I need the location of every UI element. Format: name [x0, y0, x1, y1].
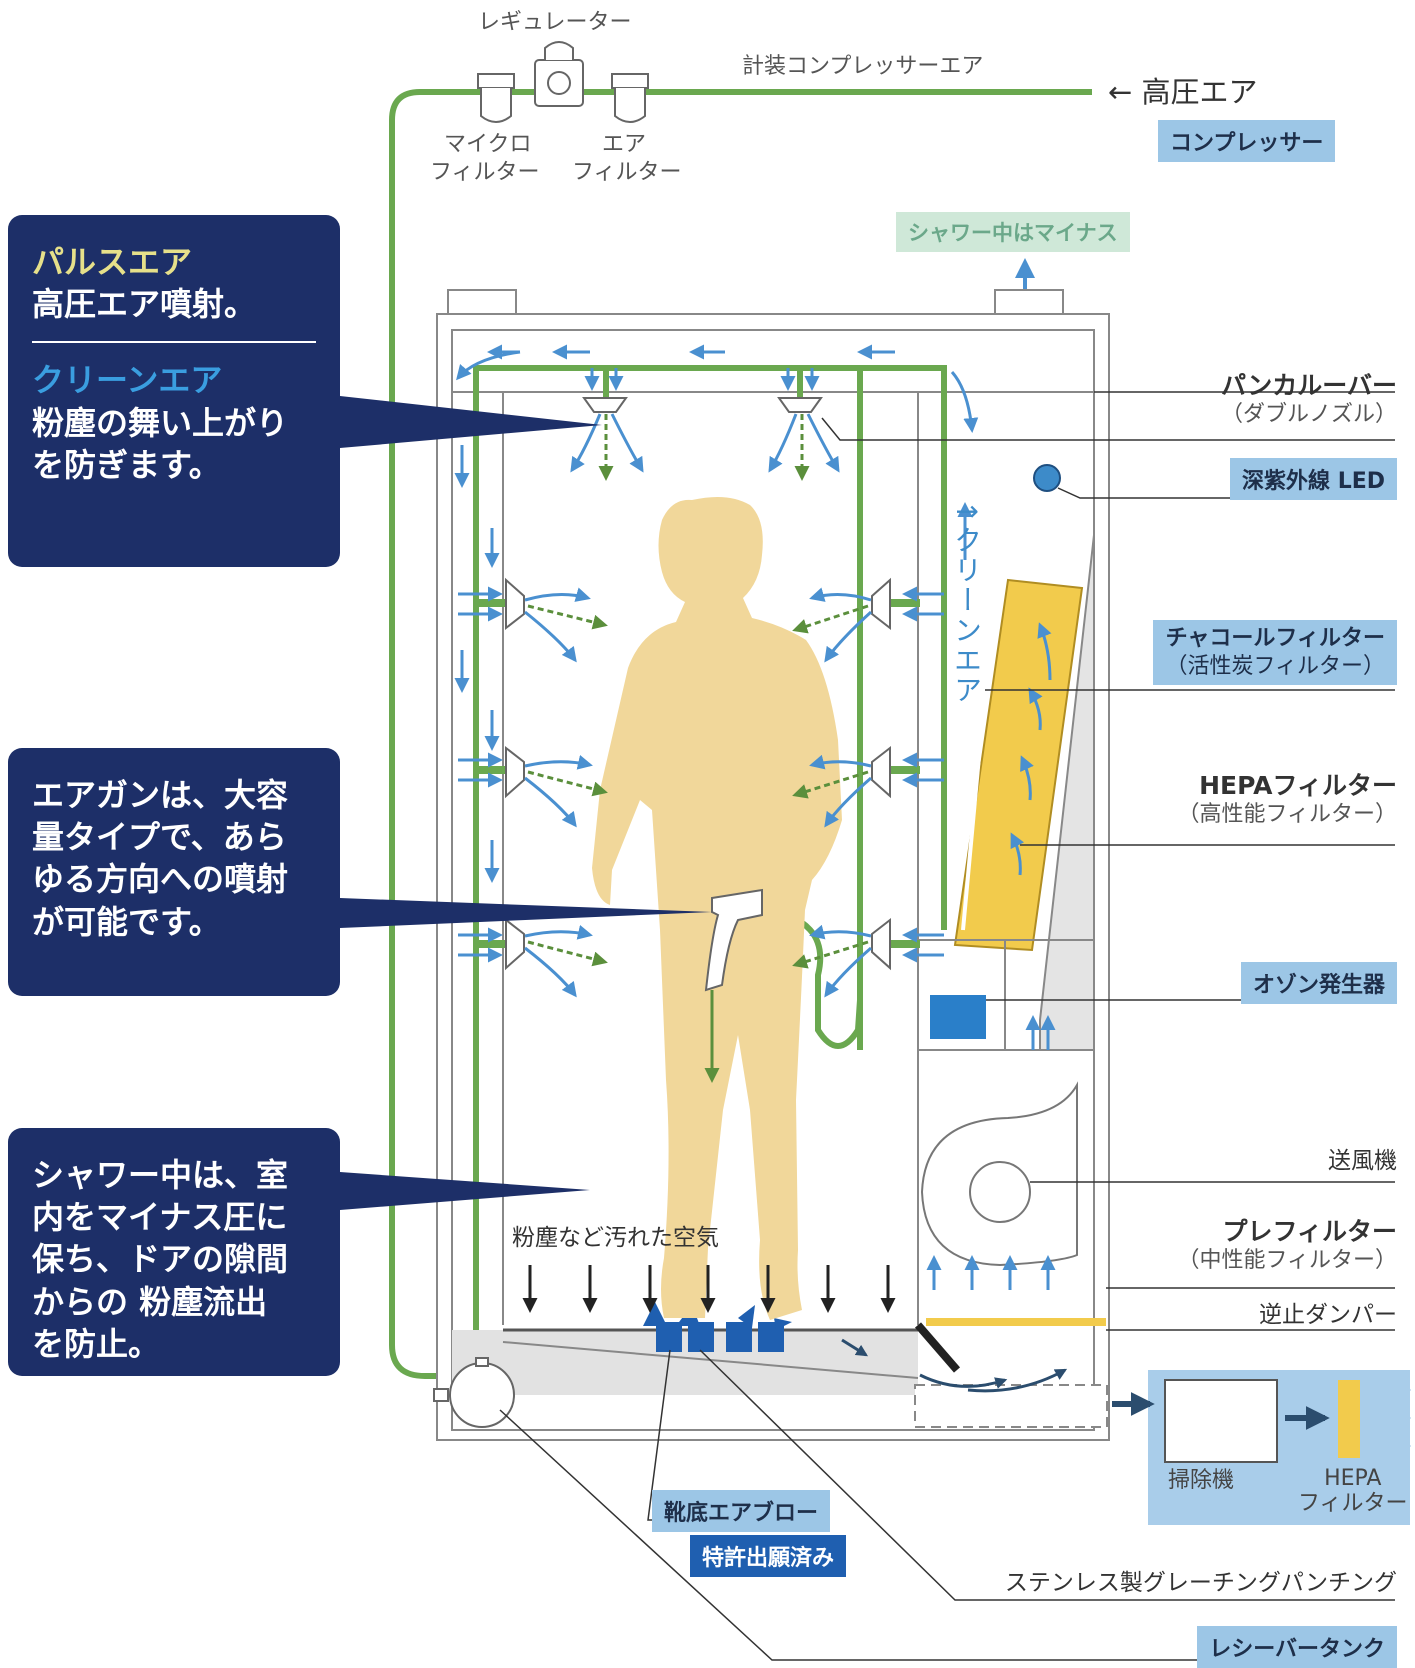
blower-icon: [920, 1081, 1078, 1267]
pulse-air-flow: [527, 414, 869, 969]
check-damper: [914, 1322, 961, 1373]
shower-text-2: 内をマイナス圧に: [32, 1198, 288, 1237]
airgun-text-2: 量タイプで、あら: [32, 818, 287, 857]
inner-pipes: [473, 365, 947, 1330]
air-filter-label-2: フィルター: [572, 160, 682, 185]
hepa-title: HEPAフィルター: [1199, 771, 1397, 800]
dirty-air-arrows: [522, 1265, 896, 1313]
prefilter-title: プレフィルター: [1222, 1217, 1397, 1246]
ozone-tag: オゾン発生器: [1240, 962, 1397, 1004]
instrument-air-label: 計装コンプレッサーエア: [742, 54, 984, 79]
micro-filter-icon: [477, 73, 515, 123]
shower-text-4: からの 粉塵流出: [32, 1282, 268, 1321]
clean-air-title: クリーンエア: [32, 361, 223, 400]
receiver-tank-icon: [433, 1357, 515, 1428]
airgun-callout: エアガンは、大容 量タイプで、あら ゆる方向への噴射 が可能です。: [8, 748, 340, 996]
pulse-air-body: 高圧エア噴射。: [32, 285, 257, 324]
pulse-clean-air-callout: パルスエア 高圧エア噴射。 クリーンエア 粉塵の舞い上がり を防ぎます。: [8, 215, 340, 567]
hepa-sub: （高性能フィルター）: [1177, 801, 1397, 827]
air-supply-pipe: [389, 89, 1092, 1379]
charcoal-filter-tag: チャコールフィルター （活性炭フィルター）: [1153, 620, 1397, 685]
airgun-text-1: エアガンは、大容: [32, 776, 289, 814]
airgun-text-3: ゆる方向への噴射: [32, 860, 289, 899]
patent-tag: 特許出願済み: [690, 1535, 847, 1577]
shower-text-1: シャワー中は、室: [32, 1156, 289, 1194]
uv-led-icon: [1033, 464, 1061, 492]
hepa-bottom-2: フィルター: [1298, 1491, 1408, 1517]
regulator-label: レギュレーター: [478, 10, 632, 35]
shower-text-5: を防止。: [32, 1324, 161, 1363]
pulse-air-title: パルスエア: [32, 243, 193, 281]
sole-air-blow: [656, 1322, 784, 1352]
charcoal-sub: （活性炭フィルター）: [1165, 653, 1385, 679]
ozone-generator-icon: [930, 995, 986, 1039]
dirty-air-label: 粉塵など汚れた空気: [512, 1225, 719, 1251]
hepa-label: HEPAフィルター （高性能フィルター）: [1177, 771, 1397, 827]
airgun-text-4: が可能です。: [32, 902, 221, 941]
sole-blow-tag: 靴底エアブロー: [652, 1490, 831, 1532]
regulator-icon: [534, 41, 584, 107]
shower-minus-tag: シャワー中はマイナス: [896, 212, 1130, 252]
clean-air-body-1: 粉塵の舞い上がり: [32, 403, 289, 442]
hepa-bottom-label: HEPA フィルター: [1298, 1466, 1408, 1517]
air-gun-icon: [704, 888, 763, 992]
micro-filter-label-1: マイクロ: [444, 132, 532, 157]
prefilter-label: プレフィルター （中性能フィルター）: [1177, 1217, 1397, 1273]
grating-label: ステンレス製グレーチングパンチング: [1004, 1570, 1397, 1596]
shower-text-3: 保ち、ドアの隙間: [32, 1240, 289, 1279]
uv-led-tag: 深紫外線 LED: [1230, 458, 1397, 500]
high-pressure-air-label: ← 高圧エア: [1108, 75, 1258, 109]
prefilter-sub: （中性能フィルター）: [1177, 1247, 1397, 1273]
clean-air-body-2: を防ぎます。: [32, 445, 221, 484]
cleaner-unit: [1148, 1370, 1410, 1525]
receiver-tank-tag: レシーバータンク: [1197, 1626, 1397, 1668]
vacuum-label: 掃除機: [1168, 1468, 1235, 1493]
compressor-tag: コンプレッサー: [1158, 120, 1336, 162]
pan-louver-title: パンカルーバー: [1220, 371, 1397, 400]
hepa-bottom-1: HEPA: [1324, 1466, 1382, 1491]
air-filter-icon: [611, 73, 649, 123]
micro-filter-label-2: フィルター: [430, 160, 540, 185]
shower-callout: シャワー中は、室 内をマイナス圧に 保ち、ドアの隙間 からの 粉塵流出 を防止。: [8, 1128, 340, 1376]
damper-label: 逆止ダンパー: [1259, 1302, 1397, 1328]
pan-louver-label: パンカルーバー （ダブルノズル）: [1220, 371, 1397, 427]
pan-louver-sub: （ダブルノズル）: [1220, 401, 1397, 427]
prefilter-bar: [926, 1318, 1106, 1326]
blower-label: 送風機: [1328, 1148, 1397, 1174]
air-filter-label-1: エア: [602, 132, 647, 157]
clean-air-vertical-label: ↑クリーンエア: [950, 500, 983, 706]
charcoal-title: チャコールフィルター: [1165, 626, 1385, 651]
